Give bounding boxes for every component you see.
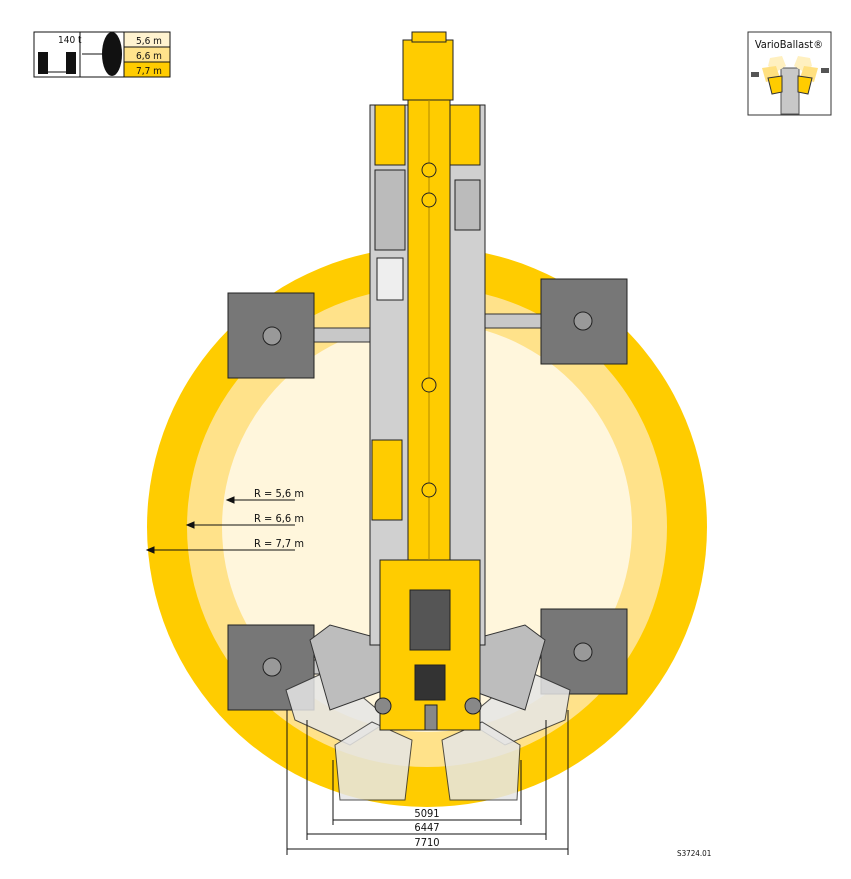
radius-label-6-6: R = 6,6 m bbox=[254, 512, 304, 525]
radius-label-7-7: R = 7,7 m bbox=[254, 537, 304, 550]
radius-arrows bbox=[145, 496, 295, 554]
dimension-5091: 5091 bbox=[414, 807, 439, 820]
crane-boom bbox=[402, 31, 454, 561]
legend: 140 t 5,6 m 6,6 m 7,7 m bbox=[33, 31, 171, 78]
outrigger-feet bbox=[262, 311, 593, 677]
vario-ballast-badge: VarioBallast® bbox=[747, 31, 832, 116]
legend-row-6-6: 6,6 m bbox=[136, 51, 162, 62]
drawing-id: S3724.01 bbox=[677, 849, 711, 858]
truck-icon bbox=[38, 52, 48, 74]
legend-row-7-7: 7,7 m bbox=[136, 66, 162, 77]
dimension-lines bbox=[286, 710, 569, 855]
radius-label-5-6: R = 5,6 m bbox=[254, 487, 304, 500]
legend-row-5-6: 5,6 m bbox=[136, 36, 162, 47]
legend-weight: 140 t bbox=[58, 35, 82, 46]
ballast-plates bbox=[285, 624, 571, 801]
dimension-7710: 7710 bbox=[414, 836, 439, 849]
dimension-6447: 6447 bbox=[414, 821, 439, 834]
vario-ballast-title: VarioBallast® bbox=[755, 38, 823, 51]
